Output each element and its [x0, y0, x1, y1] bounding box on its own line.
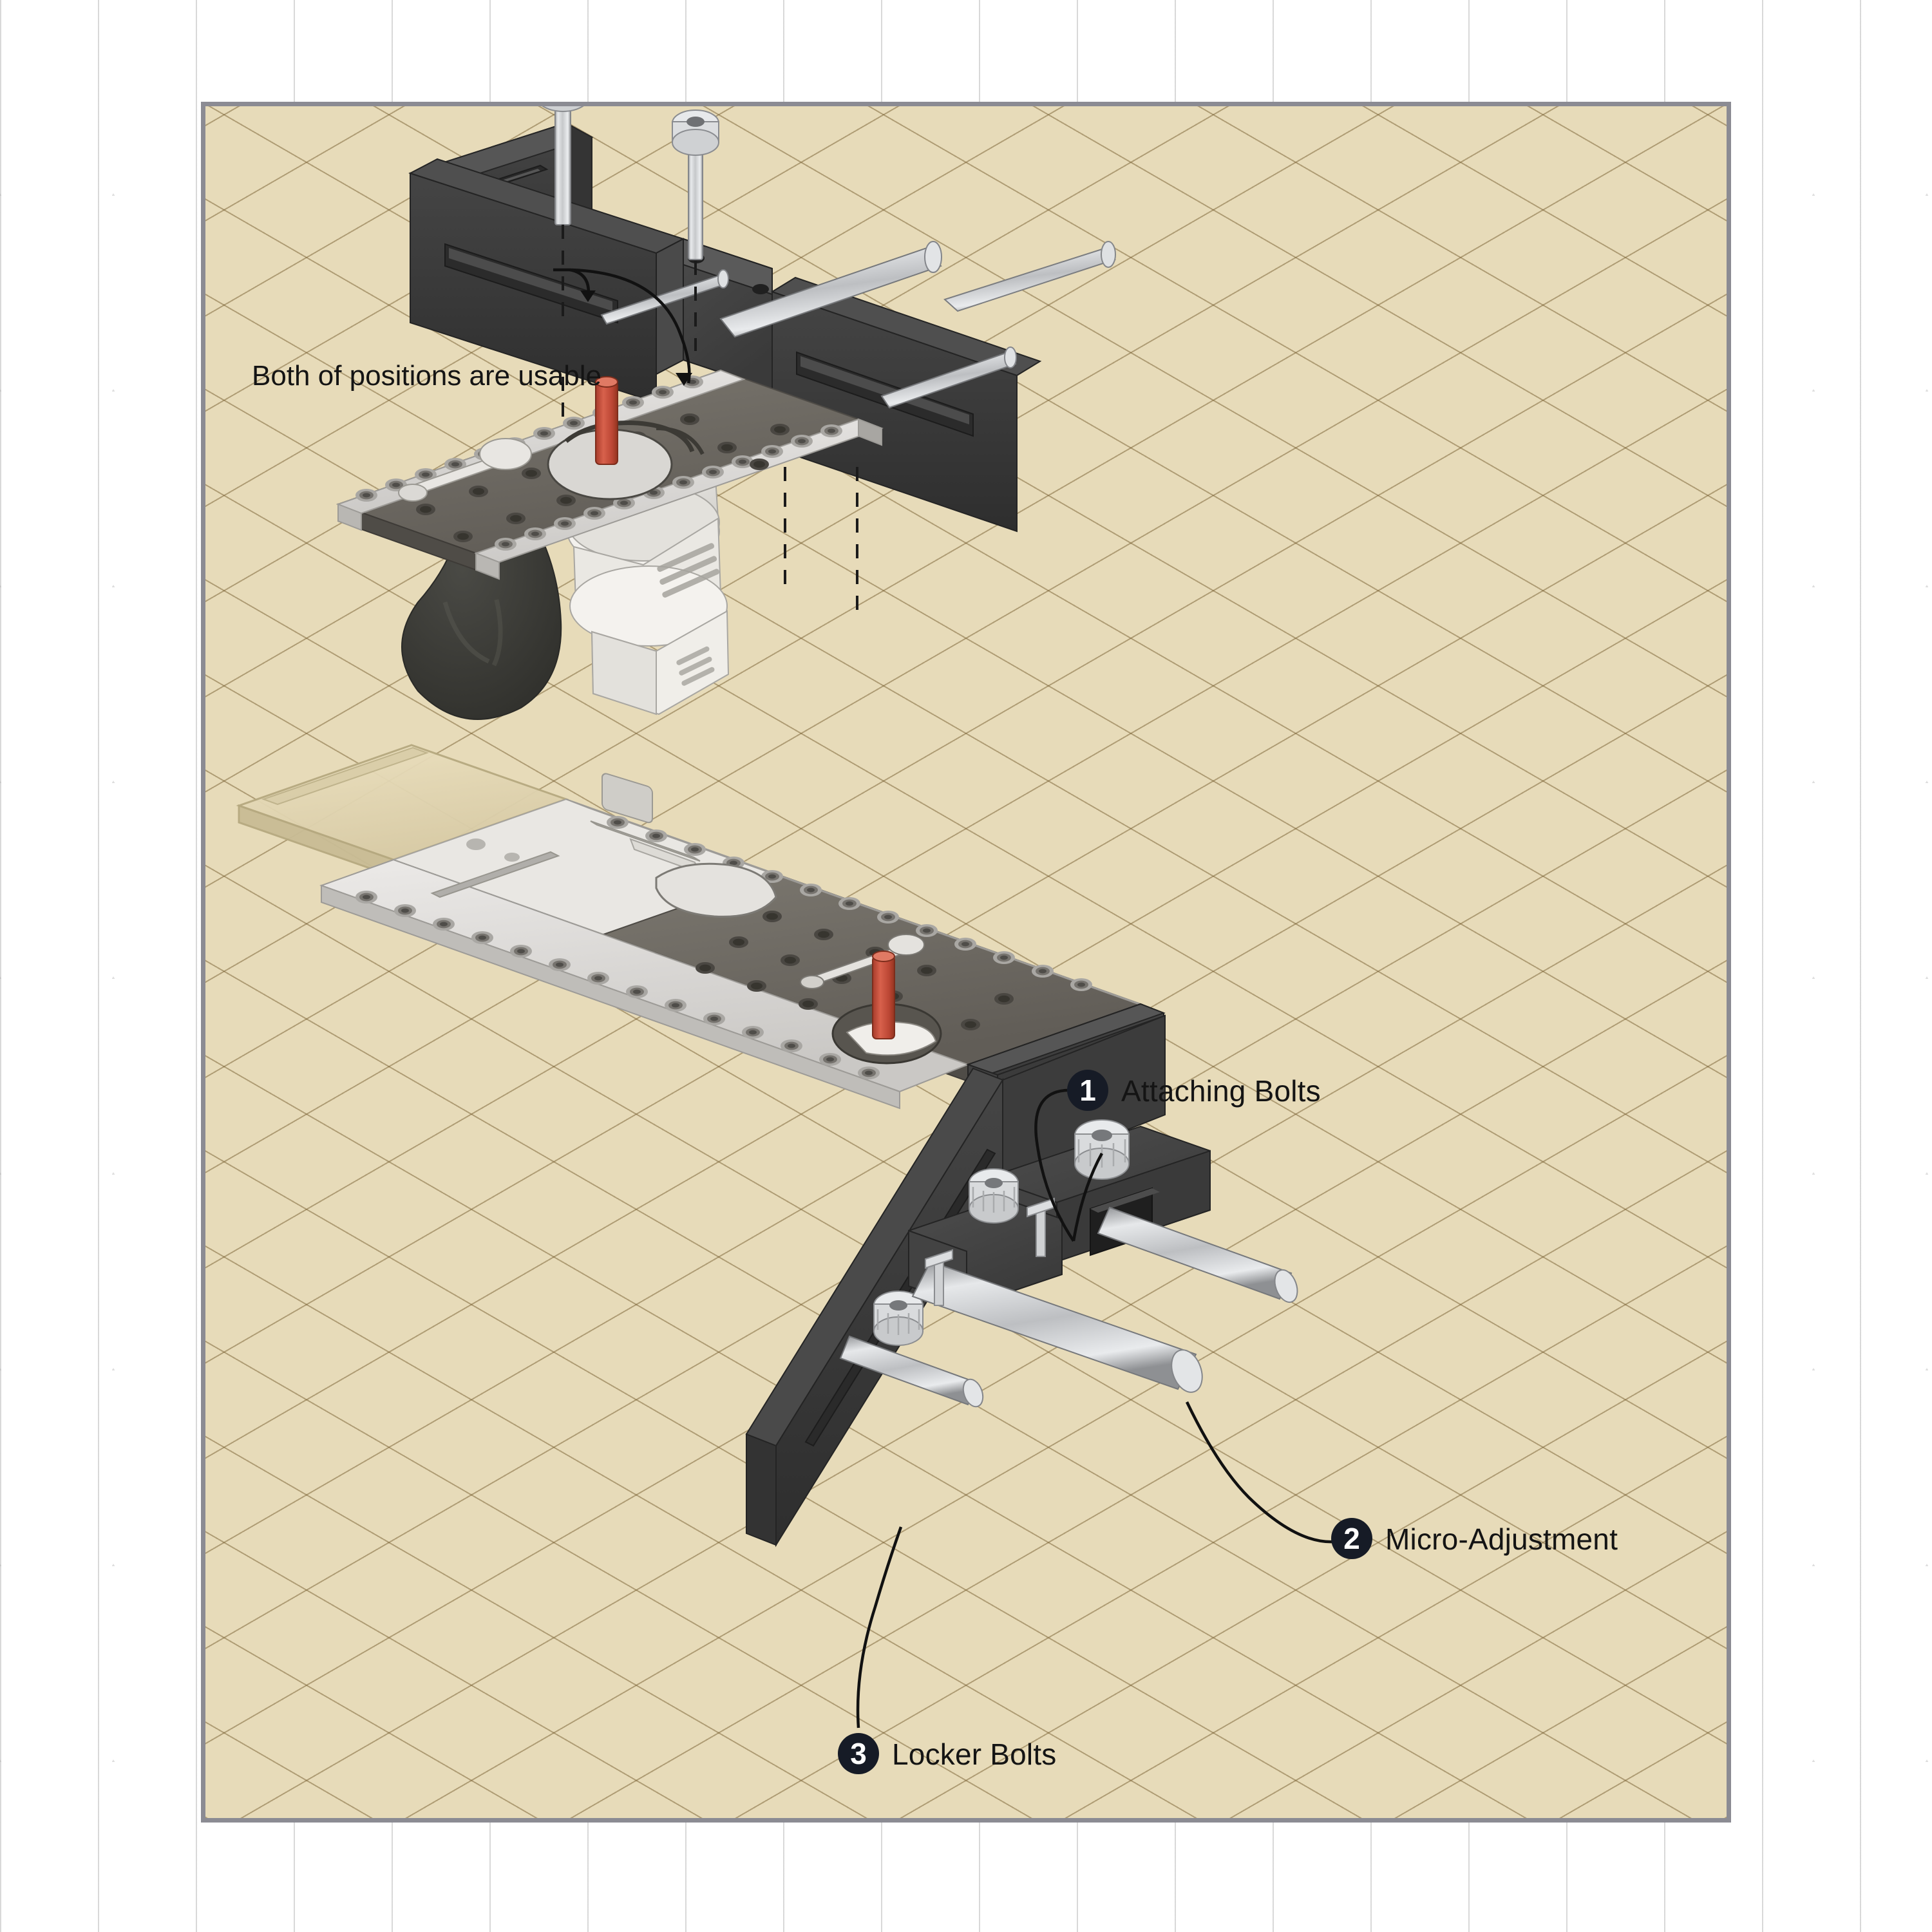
- ghost-plate-extension: [236, 744, 569, 878]
- knurled-knob-top: [1074, 1119, 1130, 1180]
- callout-badge-1: 1: [1067, 1070, 1108, 1111]
- micro-adjust-rod-upper: [1097, 1206, 1298, 1303]
- guide-rod-front: [880, 346, 1017, 409]
- alignment-dashed-lines: [562, 225, 858, 621]
- callout-leader-lines: [856, 1088, 1341, 1728]
- note-both-positions-usable: Both of positions are usable: [252, 360, 602, 392]
- callout-label-attaching-bolts: Attaching Bolts: [1121, 1074, 1321, 1108]
- callout-label-micro-adjustment: Micro-Adjustment: [1385, 1522, 1618, 1556]
- attaching-bolt-right: [672, 109, 719, 260]
- assembled-unit: [236, 744, 1341, 1728]
- guide-rod-middle: [719, 241, 942, 338]
- plate-aperture: [655, 862, 777, 918]
- index-pin-lower: [872, 951, 895, 1039]
- keyhole-slot: [398, 438, 532, 502]
- exploded-assembly-artwork: [236, 106, 1341, 1728]
- callout-badge-3: 3: [838, 1733, 879, 1774]
- light-plate-details: [430, 820, 701, 898]
- baseplate-router-assembly: [336, 268, 884, 824]
- attaching-bolt-left: [542, 106, 584, 225]
- callout-label-locker-bolts: Locker Bolts: [892, 1738, 1057, 1771]
- knurled-knob-locker: [873, 1291, 923, 1346]
- note-arrow-2: [580, 290, 596, 302]
- locker-rod-lower: [839, 1335, 984, 1408]
- micro-adjustment-mechanism: [839, 1119, 1298, 1408]
- dust-shroud: [401, 504, 562, 720]
- base-plate-upper: [336, 369, 884, 580]
- note-arrow-1: [676, 373, 692, 386]
- fence-assembly-exploded: [408, 106, 1117, 621]
- guide-rod-rear: [943, 241, 1117, 312]
- callout-badge-2: 2: [1331, 1518, 1372, 1559]
- base-plate-lower: [319, 798, 1164, 1110]
- illustration-panel: Both of positions are usable 1 Attaching…: [201, 102, 1731, 1823]
- index-pin-upper: [595, 376, 618, 465]
- fence-left-face: [408, 158, 685, 404]
- micro-adjust-rod-long: [911, 1260, 1203, 1393]
- knurled-knob-middle: [969, 1168, 1019, 1224]
- fence-right-face: [770, 276, 1042, 533]
